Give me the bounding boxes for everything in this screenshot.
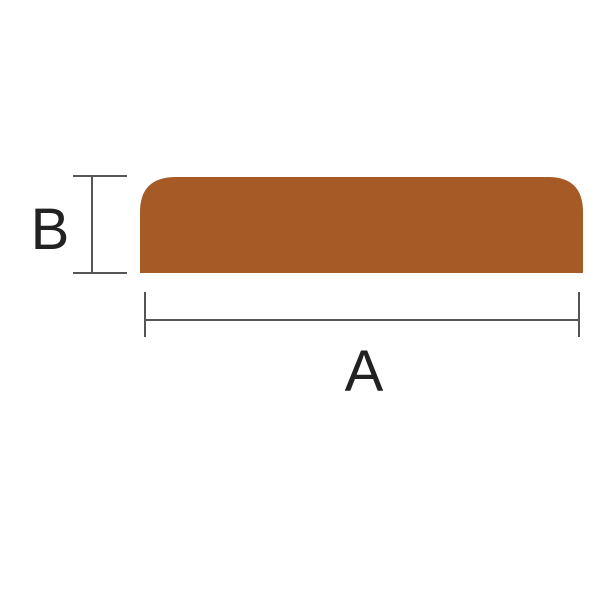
width-dimension (144, 292, 580, 337)
width-label: A (345, 339, 384, 404)
height-dimension (73, 175, 127, 274)
height-label: B (31, 197, 70, 262)
board-profile-shape (140, 177, 583, 273)
